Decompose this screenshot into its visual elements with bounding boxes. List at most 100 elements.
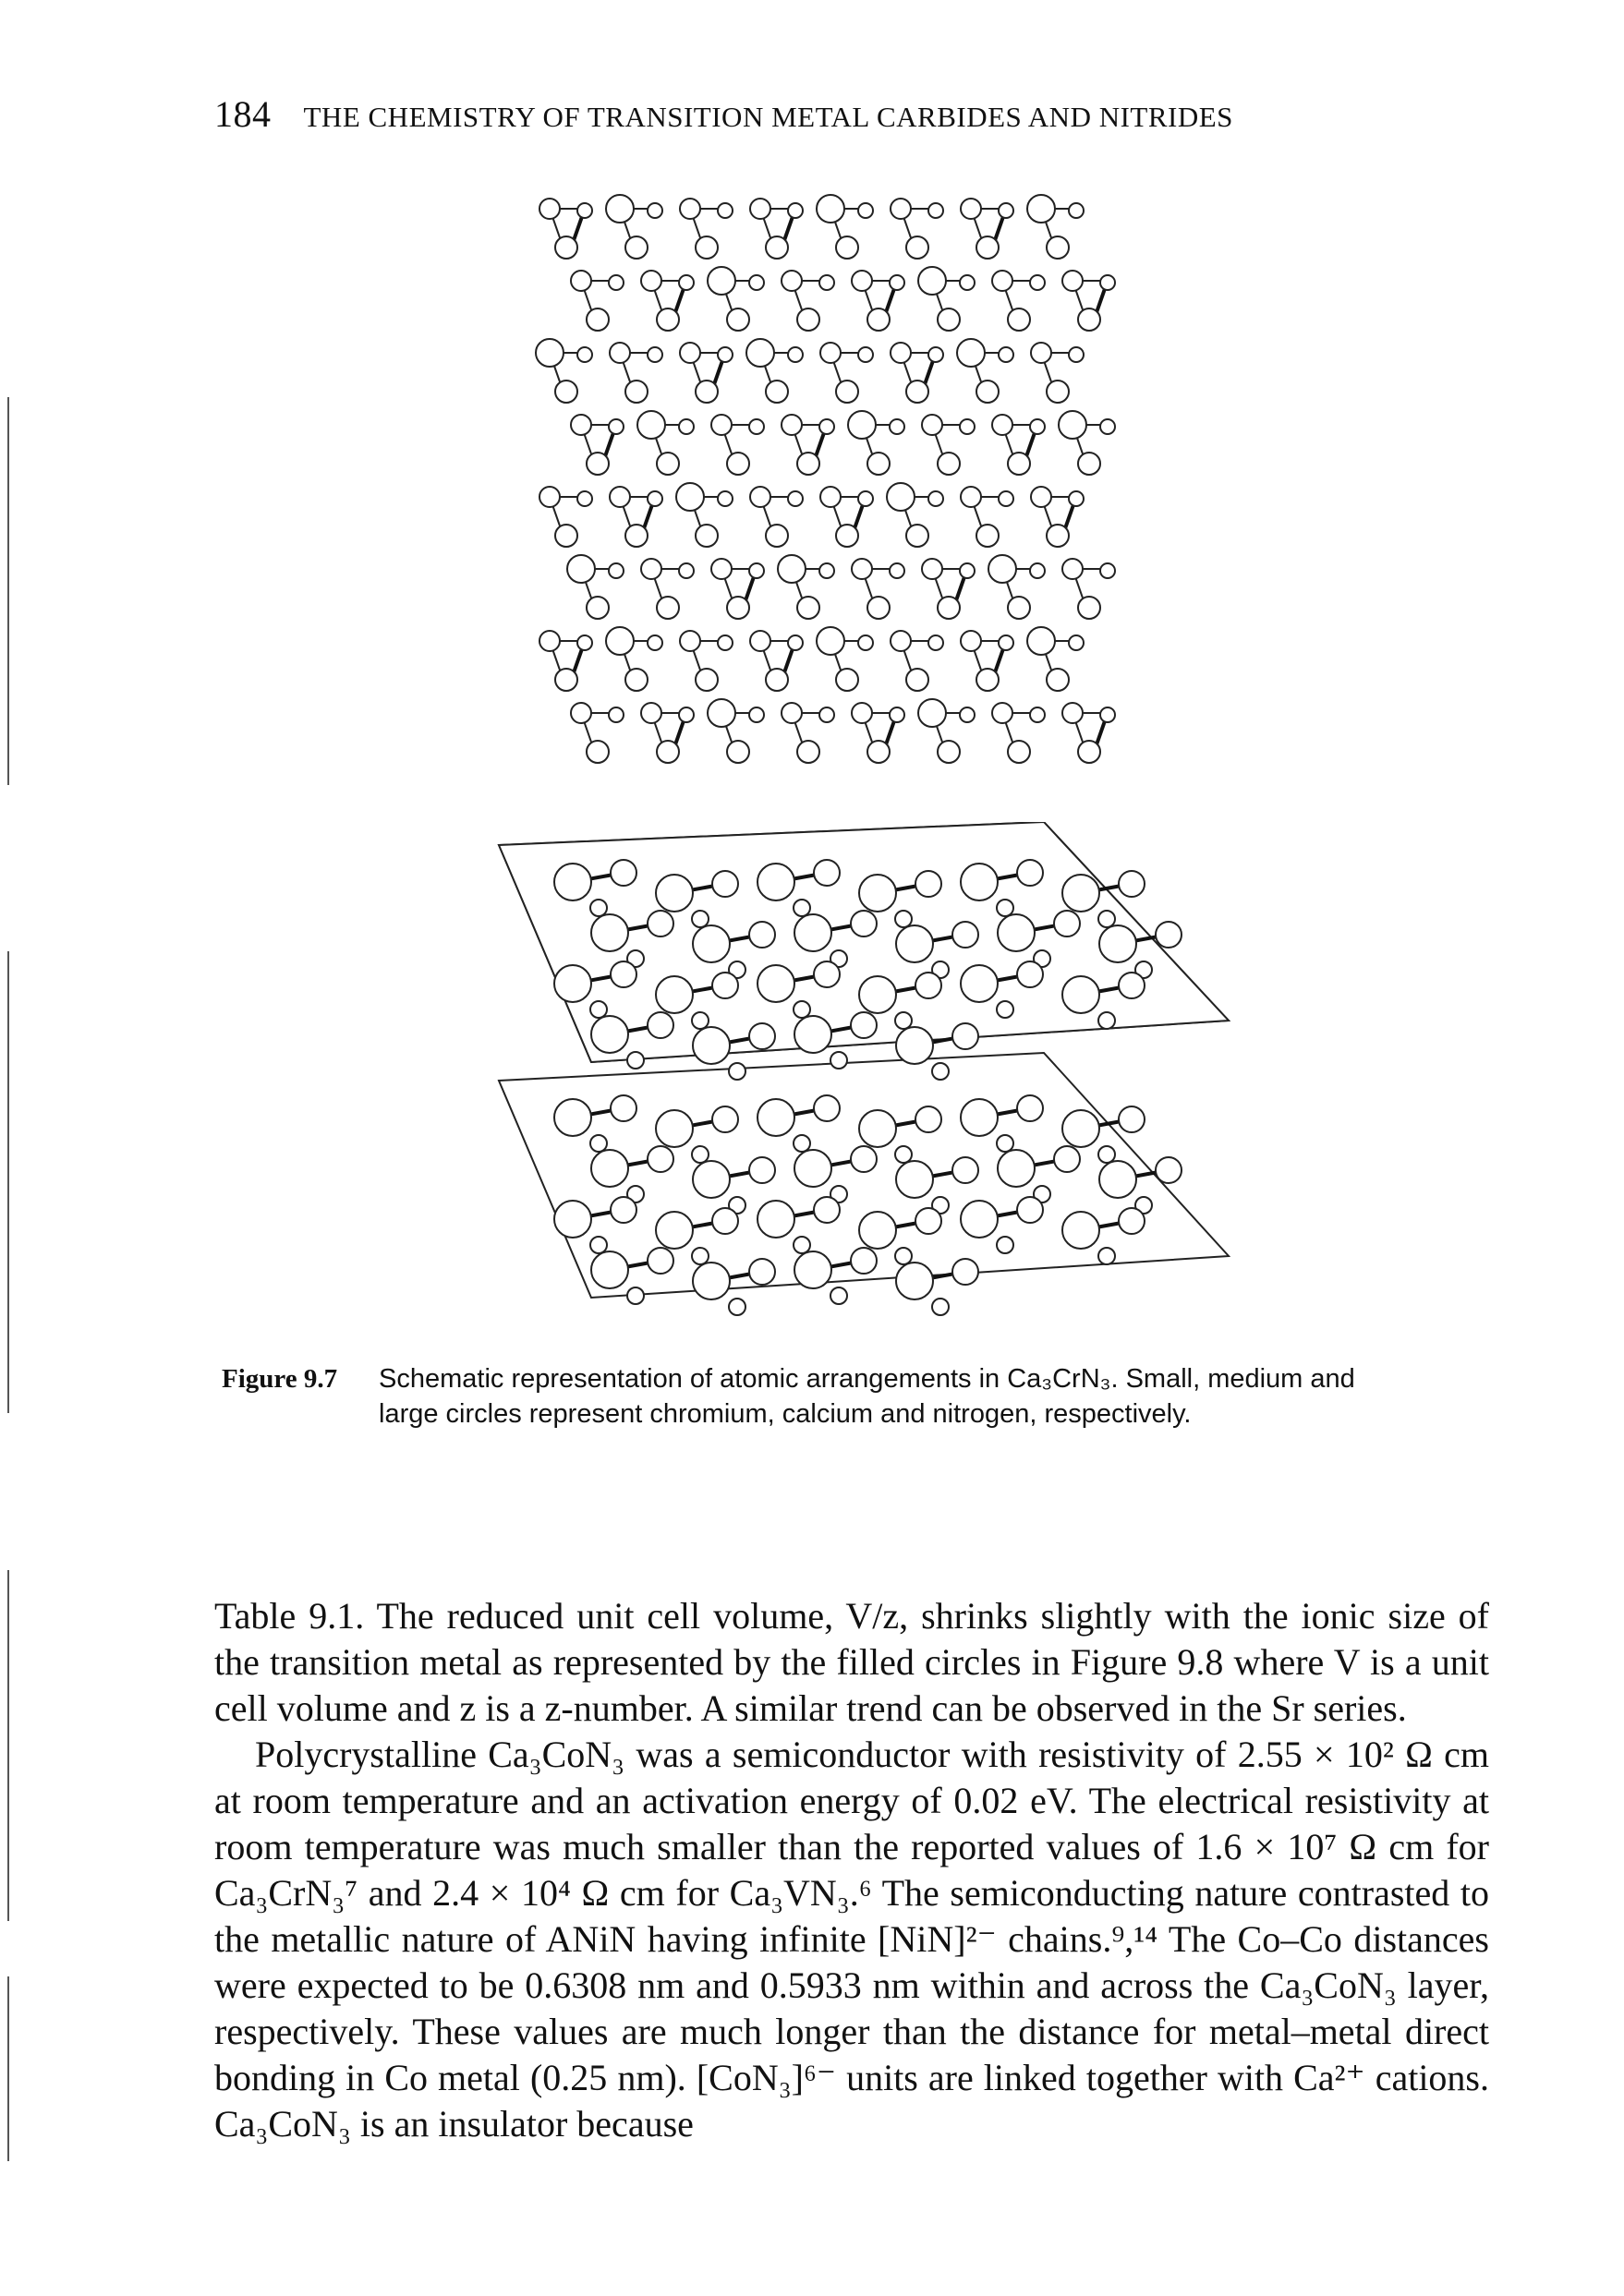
atom-circle-large (692, 1262, 731, 1300)
atom-circle (937, 740, 961, 764)
atom-circle-small (1099, 562, 1116, 579)
atom-circle-large (895, 1262, 934, 1300)
atom-circle (816, 194, 845, 224)
atom-circle-large (655, 975, 694, 1014)
figure-network-top-view (535, 194, 1116, 764)
atom-circle (1007, 740, 1031, 764)
atom-circle-small (889, 562, 905, 579)
atom-circle (1046, 380, 1070, 404)
atom-circle (605, 626, 635, 656)
atom-circle (1061, 702, 1084, 724)
atom-circle (765, 236, 789, 260)
atom-circle-small (927, 202, 944, 219)
atom-circle-large (895, 1026, 934, 1065)
atom-circle-small (857, 634, 874, 651)
caption-line-2: large circles represent chromium, calciu… (379, 1399, 1192, 1429)
atom-circle-small (1097, 1011, 1116, 1030)
atom-circle (915, 972, 942, 999)
atom-circle-small (608, 274, 624, 291)
atom-circle-small (589, 1236, 608, 1254)
atom-circle (796, 740, 820, 764)
atom-circle (835, 236, 859, 260)
atom-circle (1046, 236, 1070, 260)
atom-circle (726, 740, 750, 764)
atom-circle-small (996, 1236, 1014, 1254)
atom-circle-large (692, 1026, 731, 1065)
atom-circle (586, 596, 610, 620)
atom-circle-small (1099, 418, 1116, 435)
atom-circle-small (793, 1236, 811, 1254)
atom-circle (640, 270, 662, 292)
atom-circle (851, 702, 873, 724)
atom-circle (570, 702, 592, 724)
atom-circle (905, 236, 929, 260)
atom-circle (675, 482, 705, 512)
atom-circle-large (757, 863, 795, 901)
atom-circle-small (894, 910, 913, 928)
atom-circle (1016, 961, 1044, 988)
atom-circle-small (678, 707, 695, 723)
atom-circle-small (857, 490, 874, 507)
atom-circle (781, 270, 803, 292)
atom-circle (796, 308, 820, 332)
atom-circle-large (858, 1109, 897, 1148)
atom-circle (890, 630, 912, 652)
atom-circle (679, 198, 701, 220)
atom-circle-large (794, 913, 832, 952)
atom-circle-small (589, 1000, 608, 1019)
atom-circle-small (931, 1062, 950, 1081)
atom-circle (850, 910, 878, 937)
atom-circle (566, 554, 596, 584)
atom-circle (847, 410, 877, 440)
atom-circle-small (1068, 490, 1085, 507)
atom-circle-large (1061, 975, 1100, 1014)
atom-circle (535, 338, 564, 368)
atom-circle-small (894, 1011, 913, 1030)
atom-circle-small (894, 1145, 913, 1164)
atom-circle-small (931, 1196, 950, 1214)
atom-circle-small (647, 490, 663, 507)
atom-circle-large (553, 1200, 592, 1239)
atom-circle-large (590, 1015, 629, 1054)
atom-circle (960, 486, 982, 508)
scan-edge-mark (7, 1976, 9, 2161)
atom-circle (1007, 596, 1031, 620)
atom-circle-small (1029, 418, 1046, 435)
atom-circle-large (960, 1200, 999, 1239)
atom-circle (711, 870, 739, 898)
atom-circle-small (608, 418, 624, 435)
atom-circle-small (608, 562, 624, 579)
atom-circle (636, 410, 666, 440)
atom-circle (813, 859, 841, 887)
atom-circle (937, 308, 961, 332)
atom-circle (850, 1011, 878, 1039)
atom-circle (835, 380, 859, 404)
running-head: THE CHEMISTRY OF TRANSITION METAL CARBID… (303, 101, 1233, 133)
atom-circle (695, 380, 719, 404)
atom-circle-small (1029, 707, 1046, 723)
atom-circle-small (1029, 562, 1046, 579)
atom-circle-large (858, 1211, 897, 1250)
atom-circle-small (678, 274, 695, 291)
atom-circle (1026, 626, 1056, 656)
atom-circle-small (647, 346, 663, 363)
atom-circle (867, 740, 891, 764)
atom-circle (851, 270, 873, 292)
atom-circle-small (787, 634, 804, 651)
atom-circle-large (692, 924, 731, 963)
atom-circle (748, 921, 776, 949)
paragraph-1: Table 9.1. The reduced unit cell volume,… (214, 1595, 1489, 1729)
atom-circle (937, 596, 961, 620)
atom-circle-small (1099, 707, 1116, 723)
atom-circle (605, 194, 635, 224)
atom-circle (819, 342, 842, 364)
atom-circle (1016, 1094, 1044, 1122)
atom-circle-small (728, 1062, 746, 1081)
atom-circle (813, 1094, 841, 1122)
atom-circle (711, 1207, 739, 1235)
atom-circle-large (692, 1160, 731, 1199)
atom-circle (679, 630, 701, 652)
atom-circle-small (818, 274, 835, 291)
atom-circle (748, 1156, 776, 1184)
